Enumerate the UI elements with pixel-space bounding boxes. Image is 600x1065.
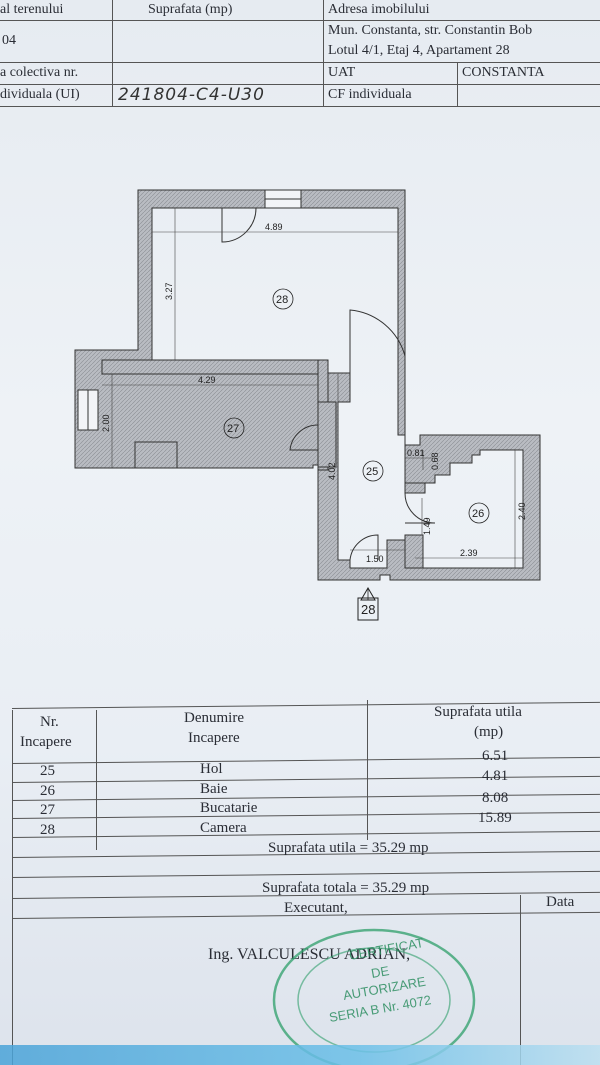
doors [221, 207, 436, 561]
header-area-label: Suprafata (mp) [148, 2, 233, 17]
col-header-area-line2: (mp) [474, 724, 504, 740]
room-28-label: 28 [276, 294, 288, 306]
header-uat-value: CONSTANTA [462, 65, 545, 80]
floor-plan: 4.89 3.27 4.29 2.00 4.02 0.81 0.68 1.49 … [60, 180, 560, 640]
header-uat-label: UAT [328, 65, 356, 80]
dim-4-29: 4.29 [198, 375, 216, 385]
room-28-marker: 28 [272, 288, 294, 310]
header-collective-label: a colectiva nr. [0, 65, 79, 80]
header-unit-id-handwritten: 241804-C4-U30 [118, 85, 265, 105]
bottom-edge-strip [0, 1045, 600, 1065]
header-land-label: al terenului [0, 2, 64, 17]
date-label: Data [546, 894, 575, 910]
row-25-nr: 25 [40, 763, 55, 779]
stamp-line-2: DE [370, 963, 391, 981]
dim-2-39: 2.39 [460, 548, 478, 558]
row-25-area: 6.51 [482, 748, 509, 764]
total-area: Suprafata totala = 35.29 mp [262, 880, 430, 896]
floor-plan-drawing: 4.89 3.27 4.29 2.00 4.02 0.81 0.68 1.49 … [74, 189, 541, 621]
col-header-name-line2: Incapere [188, 730, 240, 746]
executant-label: Executant, [284, 900, 348, 916]
row-26-nr: 26 [40, 783, 55, 799]
header-cf-label: CF individuala [328, 87, 412, 102]
header-address-line2: Lotul 4/1, Etaj 4, Apartament 28 [328, 43, 510, 58]
col-header-nr-line2: Incapere [20, 734, 72, 750]
dim-2-00: 2.00 [101, 414, 111, 432]
entry-label: 28 [361, 602, 375, 617]
row-27-name: Bucatarie [200, 800, 258, 816]
header-address-line1: Mun. Constanta, str. Constantin Bob [328, 23, 533, 38]
authorization-stamp: CERTIFICAT DE AUTORIZARE SERIA B Nr. 407… [262, 900, 482, 1065]
header-individual-label: dividuala (UI) [0, 87, 80, 102]
room-26-marker: 26 [468, 502, 490, 524]
stamp-line-1: CERTIFICAT [348, 935, 425, 963]
engineer-name: Ing. VALCULESCU ADRIAN, [208, 946, 411, 963]
col-header-nr: Nr. [40, 714, 59, 730]
header-table: al terenului Suprafata (mp) Adresa imobi… [0, 0, 600, 108]
dim-0-81: 0.81 [407, 448, 425, 458]
row-27-area: 8.08 [482, 790, 509, 806]
row-28-area: 15.89 [478, 810, 512, 826]
dim-1-50: 1.50 [366, 554, 384, 564]
entry-marker: 28 [357, 587, 379, 621]
dim-2-40: 2.40 [517, 502, 527, 520]
header-land-value: 04 [2, 33, 16, 48]
windows [77, 189, 302, 431]
row-28-name: Camera [200, 820, 247, 836]
row-28-nr: 28 [40, 822, 55, 838]
row-25-name: Hol [200, 761, 223, 777]
dim-4-89: 4.89 [265, 222, 283, 232]
room-27-marker: 27 [223, 417, 245, 439]
room-26-label: 26 [472, 508, 484, 520]
room-table: Nr. Incapere Denumire Incapere Suprafata… [0, 690, 600, 1065]
col-header-area: Suprafata utila [434, 704, 522, 720]
interior-walls [101, 359, 426, 569]
dim-3-27: 3.27 [164, 282, 174, 300]
row-26-name: Baie [200, 781, 228, 797]
room-25-label: 25 [366, 466, 378, 478]
row-27-nr: 27 [40, 802, 55, 818]
dim-4-02: 4.02 [327, 462, 337, 480]
room-27-label: 27 [227, 423, 239, 435]
dimension-lines [102, 208, 523, 568]
col-header-name: Denumire [184, 710, 244, 726]
row-26-area: 4.81 [482, 768, 509, 784]
header-address-label: Adresa imobilului [328, 2, 430, 17]
dim-0-68: 0.68 [430, 452, 440, 470]
dim-1-49: 1.49 [422, 517, 432, 535]
total-useful-area: Suprafata utila = 35.29 mp [268, 840, 429, 856]
room-25-marker: 25 [362, 460, 384, 482]
